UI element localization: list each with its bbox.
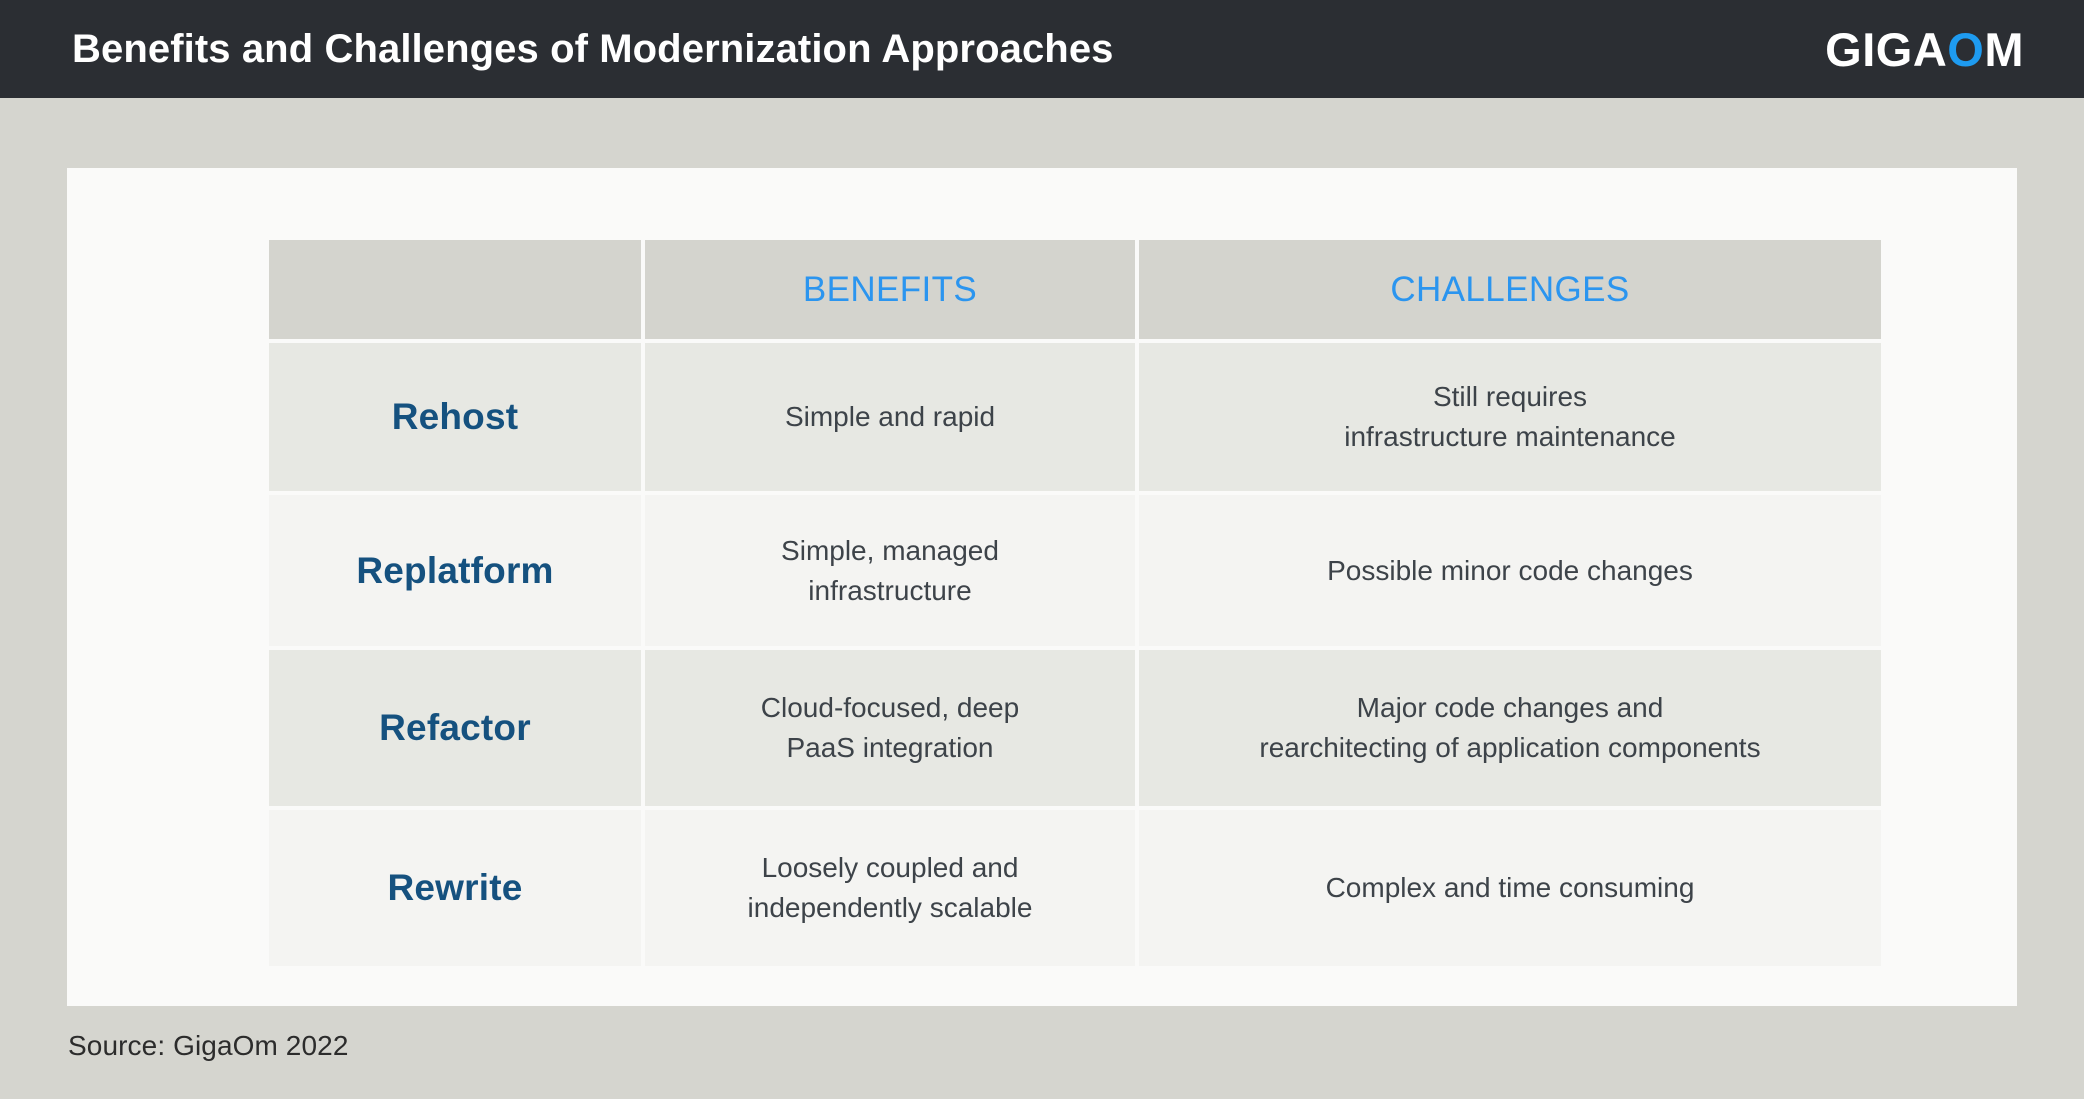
column-header-benefits: BENEFITS: [645, 240, 1135, 339]
cell-challenges-rewrite: Complex and time consuming: [1139, 810, 1881, 966]
row-label-refactor: Refactor: [269, 650, 641, 806]
row-label-rewrite: Rewrite: [269, 810, 641, 966]
column-header-approach: [269, 240, 641, 339]
header-bar: Benefits and Challenges of Modernization…: [0, 0, 2084, 98]
row-label-replatform: Replatform: [269, 495, 641, 646]
cell-challenges-replatform: Possible minor code changes: [1139, 495, 1881, 646]
logo-text-giga: GIGA: [1825, 22, 1948, 76]
column-header-challenges: CHALLENGES: [1139, 240, 1881, 339]
page-title: Benefits and Challenges of Modernization…: [72, 26, 1114, 71]
logo-text-o: O: [1947, 22, 1985, 76]
logo-text-m: M: [1984, 22, 2024, 76]
table-header-row: BENEFITS CHALLENGES: [269, 240, 1881, 339]
cell-benefits-rehost: Simple and rapid: [645, 343, 1135, 491]
row-label-rehost: Rehost: [269, 343, 641, 491]
modernization-comparison-table: BENEFITS CHALLENGES Rehost Simple and ra…: [265, 236, 1885, 970]
source-note: Source: GigaOm 2022: [68, 1030, 349, 1061]
